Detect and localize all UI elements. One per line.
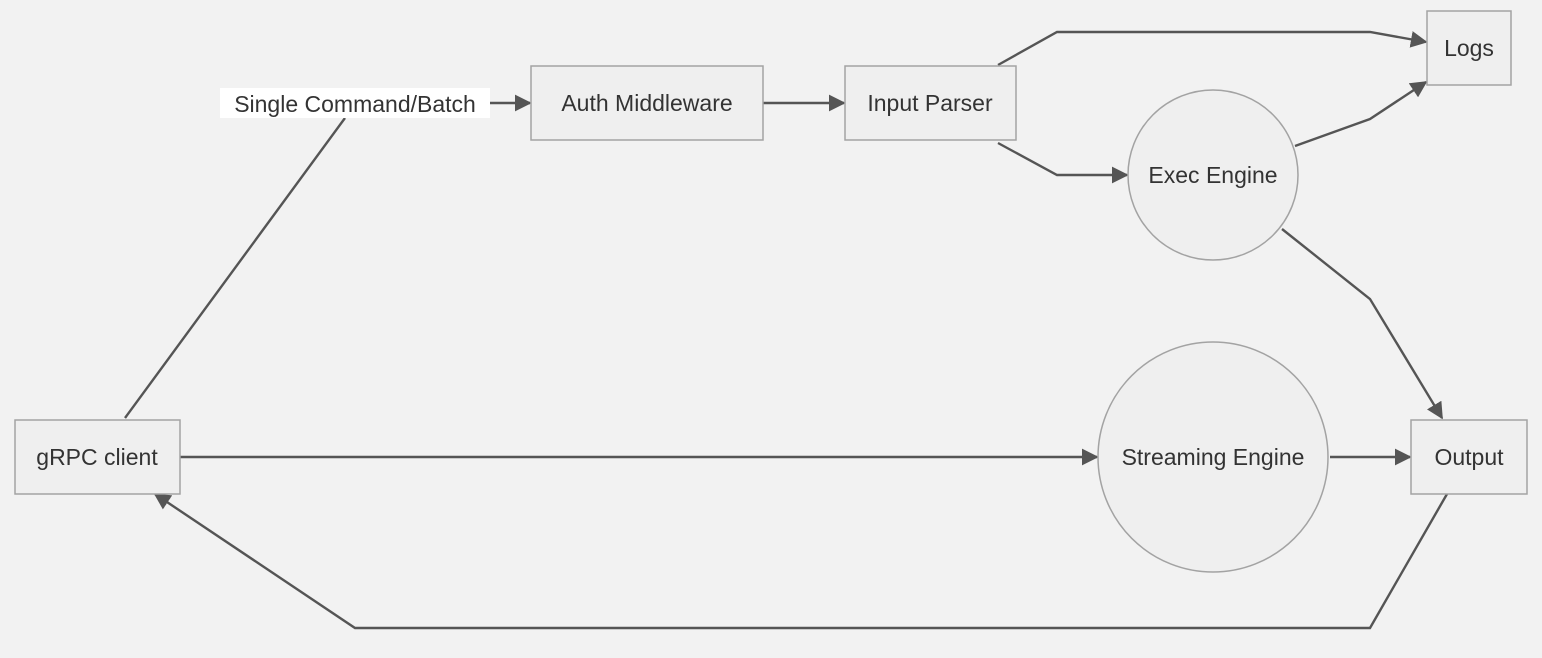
svg-text:gRPC client: gRPC client xyxy=(36,444,158,470)
node-exec-engine[interactable]: Exec Engine xyxy=(1127,89,1299,261)
svg-text:Streaming Engine: Streaming Engine xyxy=(1122,444,1305,470)
edge-exec-to-logs xyxy=(1294,80,1428,148)
svg-text:Output: Output xyxy=(1434,444,1504,470)
edge-client-to-auth xyxy=(124,103,530,419)
svg-text:Logs: Logs xyxy=(1444,35,1494,61)
node-output[interactable]: Output xyxy=(1410,419,1528,495)
edge-parser-to-logs xyxy=(997,30,1428,67)
node-auth-middleware[interactable]: Auth Middleware xyxy=(530,65,764,141)
edge-parser-to-exec xyxy=(997,141,1129,184)
edge-label-single-command-batch: Single Command/Batch xyxy=(220,88,490,118)
edge-exec-to-output xyxy=(1281,228,1444,420)
node-logs[interactable]: Logs xyxy=(1426,10,1512,86)
svg-text:Exec Engine: Exec Engine xyxy=(1148,162,1277,188)
svg-text:Single Command/Batch: Single Command/Batch xyxy=(234,91,476,117)
svg-text:Auth Middleware: Auth Middleware xyxy=(561,90,732,116)
node-streaming-engine[interactable]: Streaming Engine xyxy=(1097,341,1329,573)
svg-text:Input Parser: Input Parser xyxy=(867,90,993,116)
edge-output-to-client xyxy=(153,493,1449,630)
node-input-parser[interactable]: Input Parser xyxy=(844,65,1017,141)
node-grpc-client[interactable]: gRPC client xyxy=(14,419,181,495)
